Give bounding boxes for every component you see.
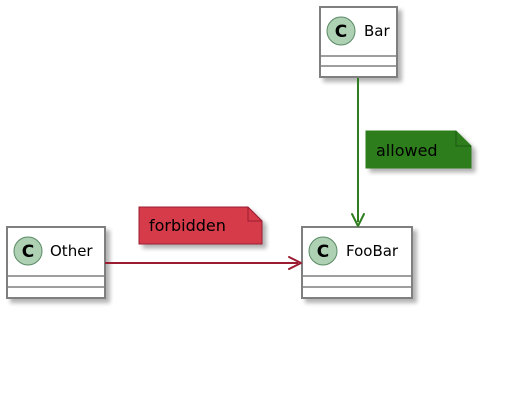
stereotype-letter: C: [335, 22, 347, 42]
class-stereotype-icon: C: [13, 236, 43, 266]
class-other-name: Other: [50, 242, 93, 260]
class-foobar[interactable]: C FooBar: [301, 226, 413, 299]
class-foobar-name: FooBar: [346, 242, 399, 260]
note-forbidden-shape: [138, 206, 263, 245]
relation-other-to-foobar[interactable]: [105, 256, 302, 270]
class-stereotype-icon: C: [308, 236, 338, 266]
stereotype-letter: C: [317, 242, 329, 262]
class-other[interactable]: C Other: [6, 226, 106, 299]
note-allowed-shape: [365, 130, 472, 169]
relation-bar-to-foobar[interactable]: [351, 78, 365, 227]
note-allowed-text: allowed: [376, 141, 438, 160]
arrowhead-icon: [288, 256, 302, 270]
class-stereotype-icon: C: [326, 16, 356, 46]
note-forbidden-text: forbidden: [149, 216, 226, 235]
stereotype-letter: C: [22, 242, 34, 262]
note-corner-fold: [247, 207, 262, 222]
note-corner-fold: [455, 131, 471, 147]
note-forbidden: forbidden: [138, 206, 263, 245]
arrowhead-icon: [351, 213, 365, 227]
class-bar-name: Bar: [364, 22, 390, 40]
class-bar[interactable]: C Bar: [319, 6, 398, 78]
note-allowed: allowed: [365, 130, 472, 169]
